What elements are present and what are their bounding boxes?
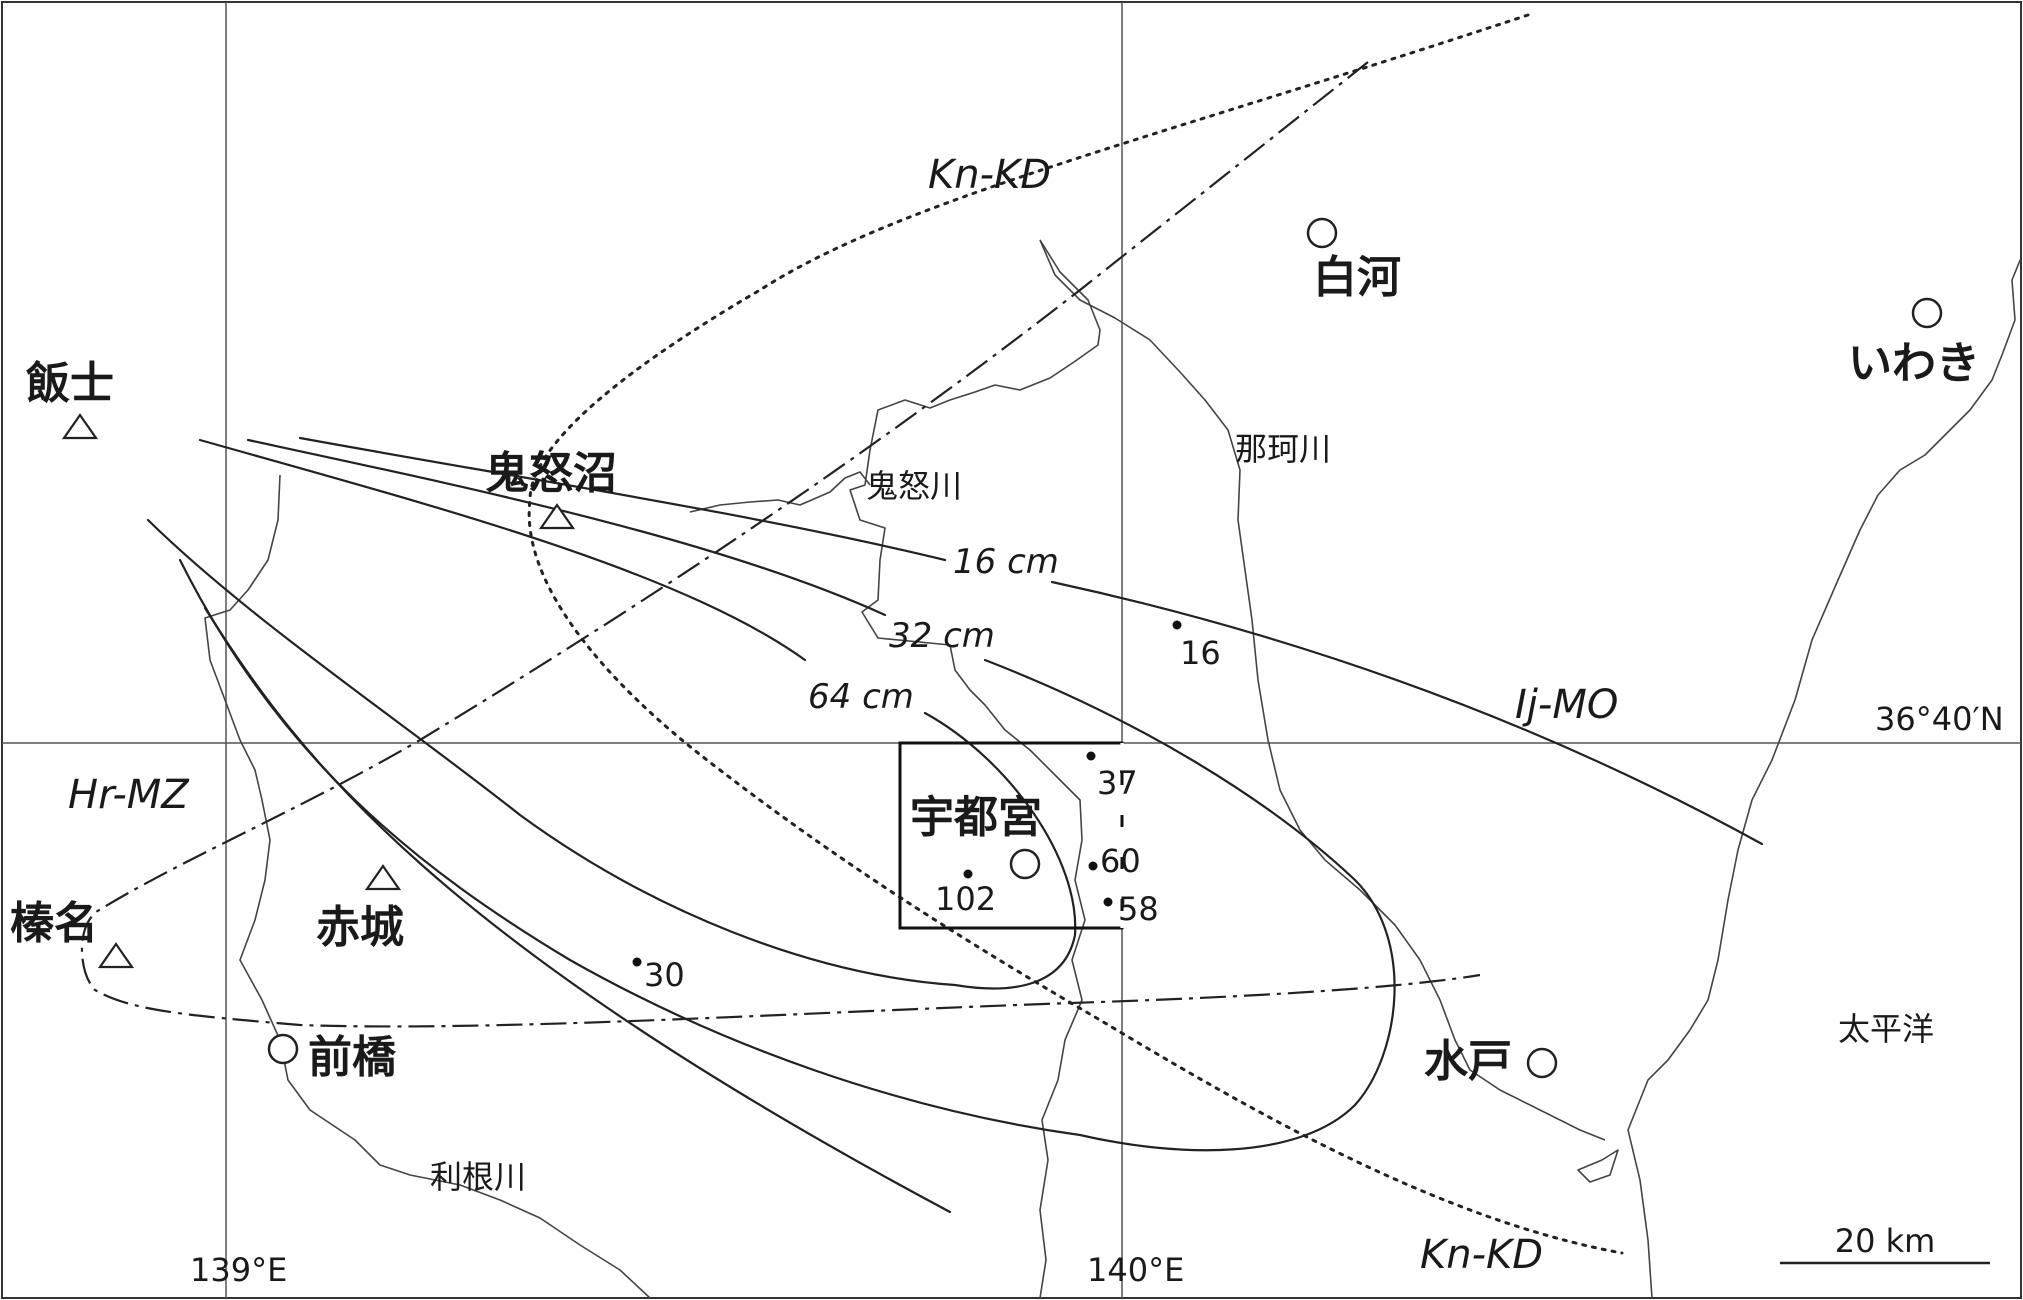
river-kinugawa (849, 239, 1101, 1299)
label-utsunomiya: 宇都宮 (910, 792, 1042, 843)
isopach-16-east (1050, 580, 1764, 846)
isopach-32-outer (246, 438, 887, 617)
label-tonegawa: 利根川 (430, 1158, 526, 1196)
city-mito-icon (1526, 1047, 1558, 1079)
label-nakagawa: 那珂川 (1235, 430, 1331, 468)
point-30-icon (632, 957, 642, 967)
coastline (1627, 257, 2022, 1299)
label-maebashi: 前橋 (308, 1032, 396, 1083)
volcano-haruna-icon (97, 942, 135, 969)
label-pacific-ocean: 太平洋 (1838, 1010, 1934, 1048)
label-isopach-16: 16 cm (953, 542, 1059, 582)
label-akagi: 赤城 (316, 902, 404, 953)
label-lon-140: 140°E (1087, 1251, 1184, 1289)
volcano-iide-icon (61, 413, 99, 440)
volcano-akagi-icon (364, 864, 402, 891)
scale-label: 20 km (1835, 1222, 1936, 1260)
city-shirakawa-icon (1306, 217, 1338, 249)
isopach-32-inner (203, 606, 952, 1214)
isopach-64-outer (198, 438, 807, 662)
cities (267, 217, 1943, 1079)
city-iwaki-icon (1911, 297, 1943, 329)
label-isopach-64: 64 cm (808, 677, 914, 717)
value-30: 30 (644, 956, 685, 994)
river-kinugawa-tributary (689, 471, 871, 513)
river-tonegawa (204, 474, 651, 1299)
label-kinunuma: 鬼怒沼 (485, 448, 617, 499)
point-102-icon (963, 869, 973, 879)
label-lat-36-40: 36°40′N (1875, 700, 2004, 738)
isopach-64-loop (146, 518, 1077, 990)
label-mito: 水戸 (1424, 1036, 1512, 1087)
hr-mz-boundary (80, 61, 1481, 1028)
label-ij-mo: Ij-MO (1515, 682, 1618, 728)
point-37-icon (1086, 751, 1096, 761)
label-kn-kd-north: Kn-KD (928, 152, 1051, 198)
volcano-kinunuma-icon (538, 503, 576, 530)
label-kn-kd-south: Kn-KD (1420, 1232, 1543, 1278)
value-60: 60 (1100, 842, 1141, 880)
thickness-points (632, 620, 1182, 967)
value-16: 16 (1180, 634, 1221, 672)
point-16-icon (1172, 620, 1182, 630)
volcanoes (61, 413, 576, 969)
lagoon (1577, 1149, 1619, 1183)
label-isopach-32: 32 cm (889, 616, 995, 656)
label-hr-mz: Hr-MZ (68, 772, 190, 818)
value-37: 37 (1097, 764, 1138, 802)
value-102: 102 (935, 880, 996, 918)
value-58: 58 (1118, 890, 1159, 928)
kn-kd-boundary (527, 13, 1624, 1255)
ij-mo-isopachs (146, 436, 1764, 1214)
isopach-16-west (298, 436, 947, 562)
city-maebashi-icon (267, 1033, 299, 1065)
rivers (204, 239, 2022, 1299)
label-kinugawa: 鬼怒川 (866, 467, 962, 505)
label-haruna: 榛名 (10, 898, 98, 949)
river-nakagawa (1039, 239, 1606, 1141)
label-shirakawa: 白河 (1313, 252, 1401, 303)
point-60-icon (1088, 861, 1098, 871)
label-iwaki: いわき (1848, 338, 1980, 389)
label-lon-139: 139°E (190, 1251, 287, 1289)
isopach-32-loop (178, 558, 1396, 1152)
point-58-icon (1103, 897, 1113, 907)
label-iide: 飯士 (26, 358, 114, 409)
city-utsunomiya-icon (1009, 848, 1041, 880)
